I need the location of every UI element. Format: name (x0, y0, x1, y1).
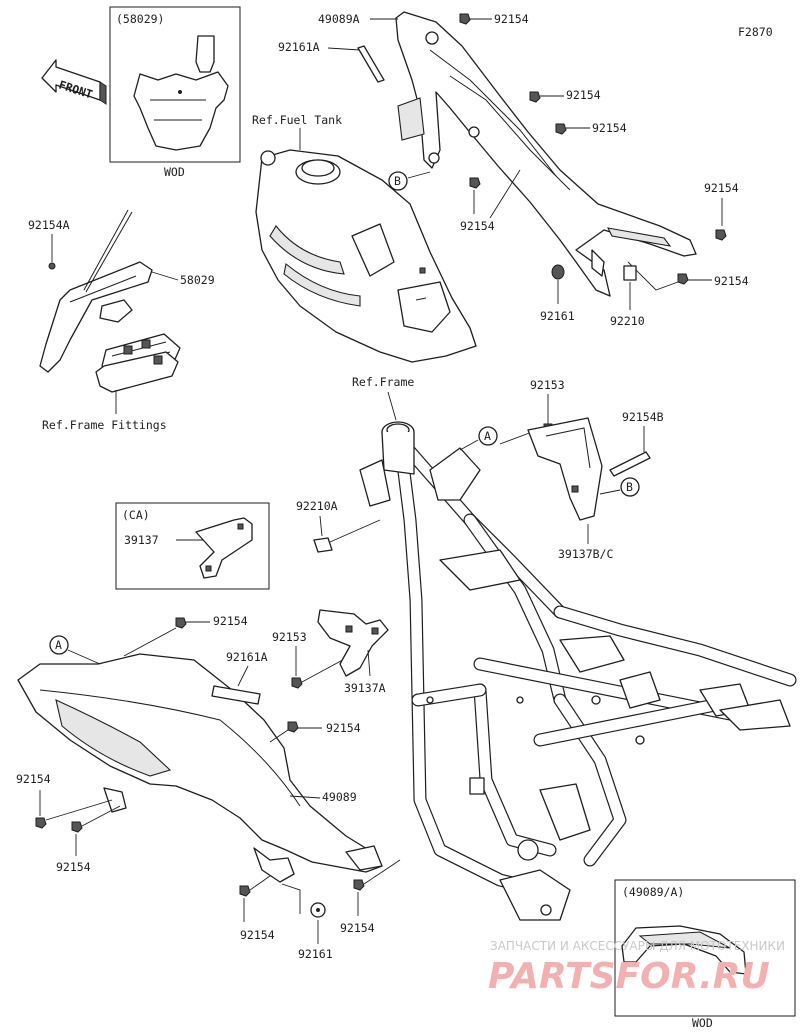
callout-a-frame-label: A (484, 429, 491, 443)
bolt-icon (353, 879, 365, 891)
bolt-icon (715, 229, 727, 241)
callout-b-frame (620, 477, 640, 497)
label-39137BC: 39137B/C (558, 547, 613, 561)
side-cover-49089 (17, 653, 383, 883)
label-92161-top: 92161 (540, 309, 575, 323)
upper-cover-49089A (395, 11, 697, 297)
watermark-tagline: ЗАПЧАСТИ И АКСЕССУАРЫ ДЛЯ МОТОТЕХНИКИ (490, 939, 785, 953)
inset-ca-part: 39137 (124, 533, 159, 547)
spacer-icon (623, 265, 637, 281)
front-arrow-icon: FRONT (41, 59, 107, 105)
number-plate-assembly (39, 209, 181, 393)
bolt-icon (529, 91, 541, 103)
label-92154-left1: 92154 (16, 772, 51, 786)
ref-frame: Ref.Frame (352, 375, 414, 389)
label-92154-right1: 92154 (704, 181, 739, 195)
label-92154A: 92154A (28, 218, 70, 232)
frame (359, 421, 797, 921)
callout-a-cover (49, 635, 69, 655)
callout-a-cover-label: A (55, 638, 62, 652)
bolt-icon (239, 885, 251, 897)
inset-cover-a-caption: WOD (692, 1016, 713, 1030)
label-92161A-cover: 92161A (226, 650, 268, 664)
label-92210A: 92210A (296, 499, 338, 513)
fuel-tank (255, 149, 477, 363)
callout-b-top-label: B (394, 174, 401, 188)
label-39137A: 39137A (344, 681, 386, 695)
label-92153-mid: 92153 (272, 630, 307, 644)
watermark-brand: PARTSFOR.RU (488, 956, 770, 997)
bolt-icon (175, 617, 187, 629)
inset-ca-title: (CA) (122, 508, 150, 522)
callout-a-frame (478, 426, 498, 446)
label-92153-top: 92153 (530, 378, 565, 392)
label-92154-tank: 92154 (460, 219, 495, 233)
label-49089A: 49089A (318, 12, 360, 26)
spacer-icon (313, 537, 333, 553)
label-58029: 58029 (180, 273, 215, 287)
label-92154-cover: 92154 (213, 614, 248, 628)
label-92210: 92210 (610, 314, 645, 328)
label-92154-bot2: 92154 (340, 921, 375, 935)
bolt-icon (555, 123, 567, 135)
label-92154-left2: 92154 (56, 860, 91, 874)
label-49089: 49089 (322, 790, 357, 804)
ref-frame-fittings: Ref.Frame Fittings (42, 418, 167, 432)
label-92154-right2: 92154 (714, 274, 749, 288)
bolt-icon (459, 13, 471, 25)
callout-b-top (388, 171, 408, 191)
label-92154-top1: 92154 (494, 12, 529, 26)
label-92161-bot: 92161 (298, 947, 333, 961)
bolt-icon (677, 273, 689, 285)
washer-icon (551, 264, 565, 280)
bolt-icon (287, 721, 299, 733)
bolt-icon (71, 821, 83, 833)
inset-bracket-ca: (CA) 39137 (115, 502, 270, 590)
bolt-icon (35, 817, 47, 829)
label-92154-mid: 92154 (326, 721, 361, 735)
inset-number-plate-caption: WOD (164, 165, 185, 179)
bolt-icon (291, 677, 303, 689)
bolt-icon (469, 177, 481, 189)
inset-number-plate-title: (58029) (116, 12, 164, 26)
bracket-39137A (317, 609, 389, 677)
figure-code: F2870 (738, 25, 773, 39)
label-92154-bot1: 92154 (240, 928, 275, 942)
inset-cover-a: (49089/A) WOD (614, 879, 796, 1030)
label-92154B: 92154B (622, 410, 664, 424)
washer-icon (310, 902, 326, 918)
ref-fuel-tank: Ref.Fuel Tank (252, 113, 342, 127)
label-92161A-top: 92161A (278, 40, 320, 54)
label-92154-top3: 92154 (592, 121, 627, 135)
inset-number-plate: (58029) WOD (109, 6, 241, 179)
inset-cover-a-title: (49089/A) (622, 885, 684, 899)
bracket-39137BC (527, 417, 603, 521)
label-92154-top2: 92154 (566, 88, 601, 102)
callout-b-frame-label: B (626, 480, 633, 494)
